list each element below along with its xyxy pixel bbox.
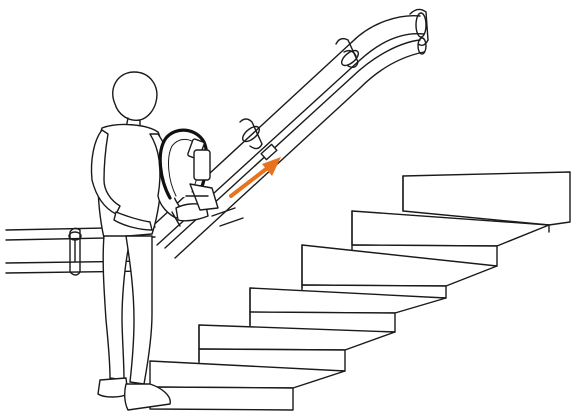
person-figure: [91, 72, 208, 410]
stair-riser-1: [150, 387, 293, 410]
rail-clamp: [240, 119, 262, 149]
direction-arrow: [231, 157, 281, 196]
rail-collar: [261, 144, 277, 159]
handle-clamp: [160, 130, 218, 210]
